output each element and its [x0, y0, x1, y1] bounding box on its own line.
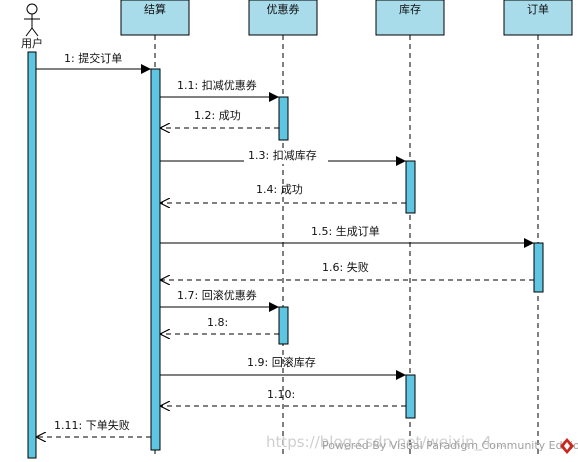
message-label: 1.5: 生成订单	[311, 224, 380, 238]
participant-box	[120, 0, 190, 36]
message-label: 1.11: 下单失败	[54, 418, 130, 432]
blog-url-watermark: https://blog.csdn.net/weixin_4...	[266, 433, 506, 452]
participant-name: 订单	[527, 3, 549, 16]
participant-order: 订单	[503, 0, 573, 36]
visual-paradigm-logo-icon	[560, 438, 574, 454]
message-label: 1: 提交订单	[64, 51, 122, 65]
activation-coupon-1	[278, 96, 289, 141]
message-label-bg	[244, 148, 328, 164]
participant-box	[248, 0, 318, 36]
activation-user	[27, 51, 37, 459]
participant-name: 优惠券	[267, 2, 300, 16]
actor-name: 用户	[21, 36, 43, 50]
actor-leg-left	[25, 27, 33, 37]
participant-box	[503, 0, 573, 36]
actor-leg-right	[31, 27, 39, 37]
activation-coupon-2	[278, 306, 289, 345]
participant-name: 库存	[399, 2, 421, 16]
activation-order	[533, 242, 544, 293]
message-label: 1.1: 扣减优惠券	[177, 78, 257, 92]
message-label: 1.6: 失败	[322, 260, 369, 274]
participant-name: 结算	[144, 2, 166, 16]
powered-by-watermark: Powered By Visual Paradigm Community Edi…	[322, 439, 578, 452]
participant-stock: 库存	[375, 0, 445, 36]
message-label: 1.9: 回滚库存	[247, 355, 316, 369]
activation-settle	[150, 68, 161, 451]
actor-head	[26, 3, 38, 15]
message-label: 1.7: 回滚优惠券	[177, 288, 257, 302]
message-label: 1.4: 成功	[256, 183, 303, 196]
participant-settle: 结算	[120, 0, 190, 36]
message-label: 1.8:	[207, 316, 228, 329]
message-label: 1.10:	[267, 388, 295, 401]
participant-box	[375, 0, 445, 36]
participant-coupon: 优惠券	[248, 0, 318, 36]
message-label: 1.3: 扣减库存	[248, 148, 317, 162]
activation-stock-2	[405, 374, 416, 419]
activation-stock-1	[405, 160, 416, 214]
actor-user: 用户	[21, 3, 43, 50]
message-label: 1.2: 成功	[194, 109, 241, 122]
